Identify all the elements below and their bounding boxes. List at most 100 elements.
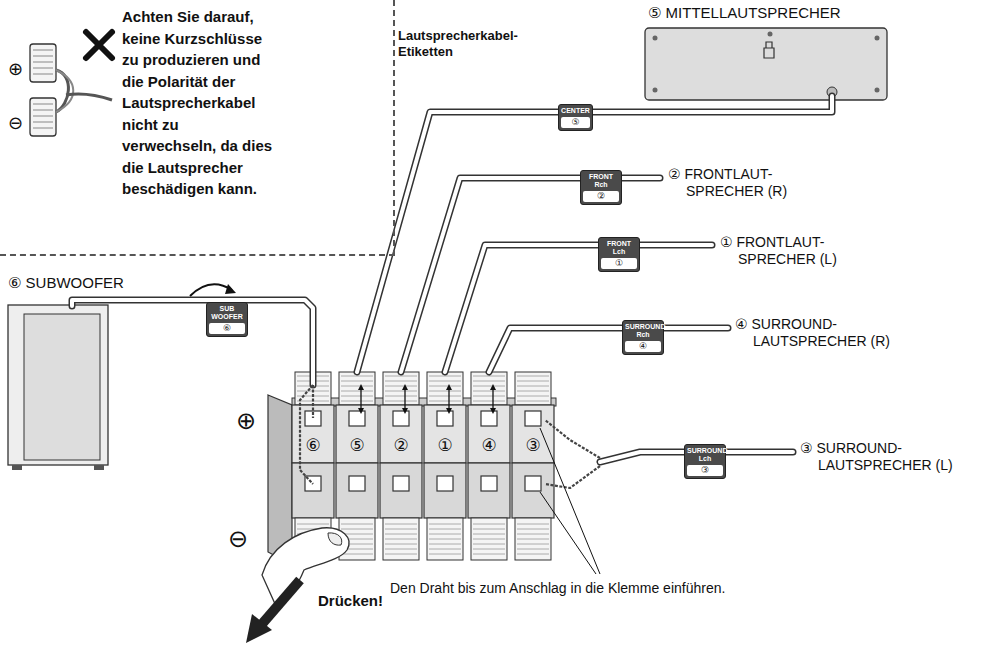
- tag-title: SURROUND Rch: [625, 323, 661, 339]
- lever-hatch: [429, 381, 461, 382]
- warning-icon: [30, 32, 112, 136]
- lever-hatch: [429, 534, 461, 535]
- front-left-cable-inner: [445, 245, 712, 372]
- callout-number: ①: [435, 436, 454, 456]
- lever-hatch: [341, 529, 373, 530]
- cable-tag: FRONT Lch①: [598, 237, 640, 272]
- cable-tag: SUB WOOFER ⑥: [206, 302, 248, 337]
- lever-hatch: [473, 401, 505, 402]
- surround-left-wire-minus: [545, 466, 600, 488]
- callout-number: ③: [523, 436, 542, 456]
- tag-title: SUB WOOFER: [209, 305, 245, 321]
- tag-number: ③: [687, 465, 723, 476]
- clip-minus: [30, 98, 56, 136]
- lever-hatch: [517, 544, 549, 545]
- clip-hatch: [33, 68, 53, 69]
- subwoofer-cable-outer: [72, 300, 313, 385]
- clip-plus: [30, 44, 56, 82]
- lever-hatch: [473, 386, 505, 387]
- tag-title: FRONT Lch: [601, 240, 637, 256]
- surround-right-cable-outer: [489, 328, 728, 372]
- lever-hatch: [429, 386, 461, 387]
- terminal-face-plus: [512, 405, 554, 463]
- terminal-hole: [525, 476, 541, 491]
- lever-hatch: [297, 524, 329, 525]
- clip-hatch: [33, 128, 53, 129]
- action-note: Drücken!: [318, 592, 383, 610]
- foot: [94, 465, 104, 470]
- cable-tag: CENTER ⑤: [558, 104, 593, 131]
- lever-hatch: [517, 549, 549, 550]
- lever-hatch: [473, 529, 505, 530]
- surround-right-cable: [489, 328, 728, 372]
- lever-hatch: [341, 396, 373, 397]
- instruction-note: Den Draht bis zum Anschlag in die Klemme…: [390, 580, 725, 597]
- tag-number: ⑥: [209, 323, 245, 334]
- lever-hatch: [473, 381, 505, 382]
- leader-line: [540, 428, 600, 574]
- lever-hatch: [429, 524, 461, 525]
- speaker-name: ③ SURROUND- LAUTSPRECHER (L): [800, 440, 978, 474]
- lever-hatch: [473, 549, 505, 550]
- lever-top: [339, 372, 375, 405]
- lever-hatch: [517, 376, 549, 377]
- clip-hatch: [33, 50, 53, 51]
- lever-hatch: [341, 524, 373, 525]
- lever-hatch: [385, 529, 417, 530]
- lever-hatch: [341, 401, 373, 402]
- center-speaker: [645, 28, 887, 100]
- lever-hatch: [473, 391, 505, 392]
- lever-hatch: [341, 391, 373, 392]
- speaker-name: ⑤ MITTELLAUTSPRECHER: [648, 4, 841, 22]
- subwoofer: [8, 305, 108, 470]
- lever-bottom: [471, 518, 507, 560]
- terminal-hole: [437, 411, 453, 426]
- tag-number: ⑤: [561, 117, 590, 128]
- lever-hatch: [473, 544, 505, 545]
- screw: [875, 88, 880, 93]
- subwoofer-wire-plus: [312, 385, 314, 418]
- tag-number: ②: [583, 191, 619, 202]
- lever-hatch: [385, 549, 417, 550]
- short-wire: [66, 94, 112, 100]
- front-left-cable: [445, 245, 712, 372]
- lever-hatch: [429, 401, 461, 402]
- lever-hatch: [473, 539, 505, 540]
- lever-hatch: [517, 401, 549, 402]
- subwoofer-body: [8, 305, 108, 465]
- lever-hatch: [385, 554, 417, 555]
- terminal-face-minus: [512, 463, 554, 518]
- lever-hatch: [517, 386, 549, 387]
- terminal-hole: [525, 411, 541, 426]
- lever-hatch: [385, 376, 417, 377]
- screw: [768, 32, 773, 37]
- tag-number: ④: [625, 341, 661, 352]
- lever-hatch: [385, 396, 417, 397]
- cable-tag: SURROUND Rch ④: [622, 320, 664, 355]
- lever-hatch: [341, 554, 373, 555]
- warning-box: Achten Sie darauf, keine Kurzschlüsse zu…: [0, 0, 395, 256]
- lever-top: [515, 372, 551, 405]
- push-arrow-head: [246, 614, 272, 643]
- insert-arrow-head: [446, 384, 452, 414]
- tag-title: SURROUND Lch: [687, 447, 723, 463]
- screw: [875, 36, 880, 41]
- lever-hatch: [385, 381, 417, 382]
- lever-top: [383, 372, 419, 405]
- lever-hatch: [517, 529, 549, 530]
- subwoofer-panel: [24, 314, 100, 460]
- lever-hatch: [385, 544, 417, 545]
- lever-hatch: [473, 376, 505, 377]
- lever-hatch: [385, 534, 417, 535]
- terminal-face-minus: [424, 463, 466, 518]
- lever-hatch: [429, 539, 461, 540]
- cable-tag: FRONT Rch②: [580, 170, 622, 205]
- tag-title: CENTER: [561, 107, 590, 115]
- terminal-face-minus: [468, 463, 510, 518]
- lever-hatch: [385, 391, 417, 392]
- lever-hatch: [341, 386, 373, 387]
- clip-hatch: [33, 110, 53, 111]
- terminal-face-plus: [336, 405, 378, 463]
- callout-number: ②: [391, 436, 410, 456]
